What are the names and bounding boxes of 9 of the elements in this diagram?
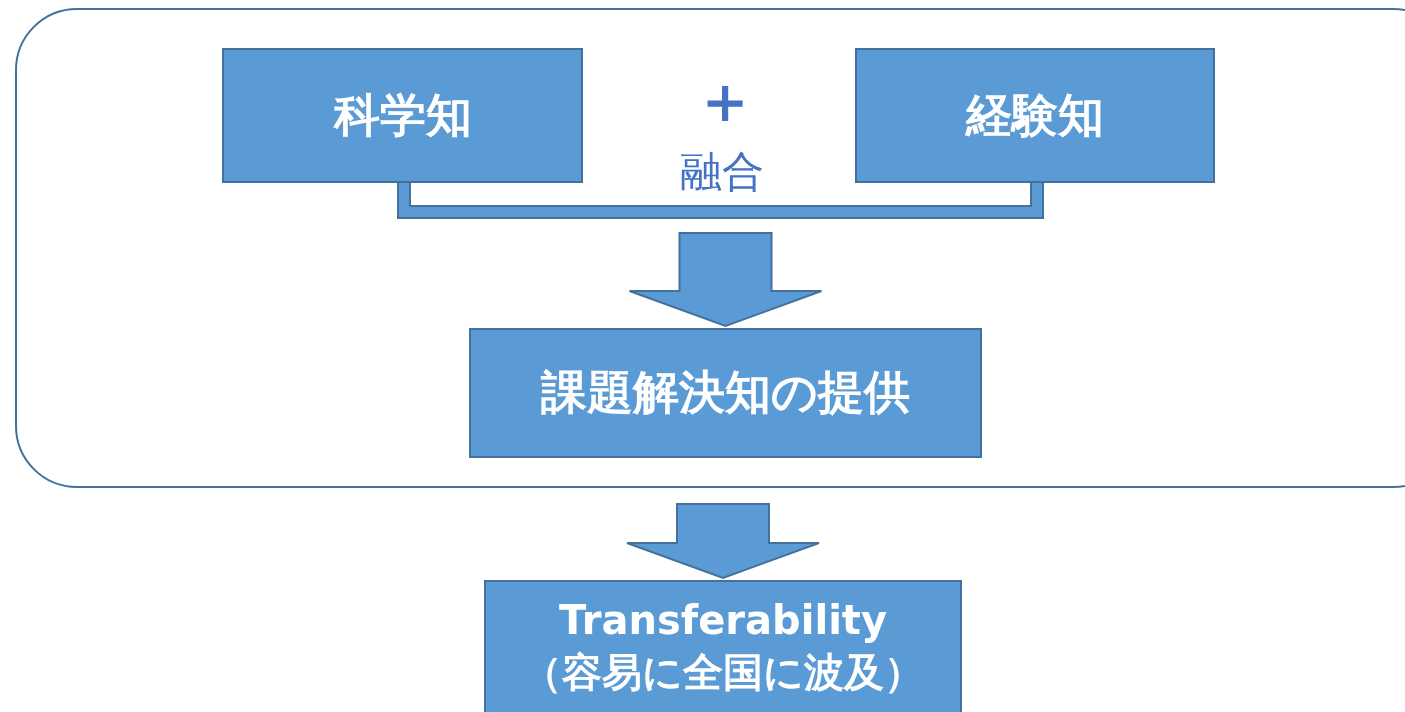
merge-arrow bbox=[397, 181, 1044, 328]
plus-sign: ＋ bbox=[693, 61, 757, 139]
process-box: 経験知 bbox=[855, 48, 1215, 183]
rounded-frame bbox=[15, 8, 1405, 488]
result-box: 課題解決知の提供 bbox=[469, 328, 982, 458]
label-text: 融合 bbox=[680, 146, 764, 198]
result-box: Transferability （容易に全国に波及） bbox=[484, 580, 962, 712]
process-box: 科学知 bbox=[222, 48, 583, 183]
block-arrow bbox=[626, 503, 820, 580]
